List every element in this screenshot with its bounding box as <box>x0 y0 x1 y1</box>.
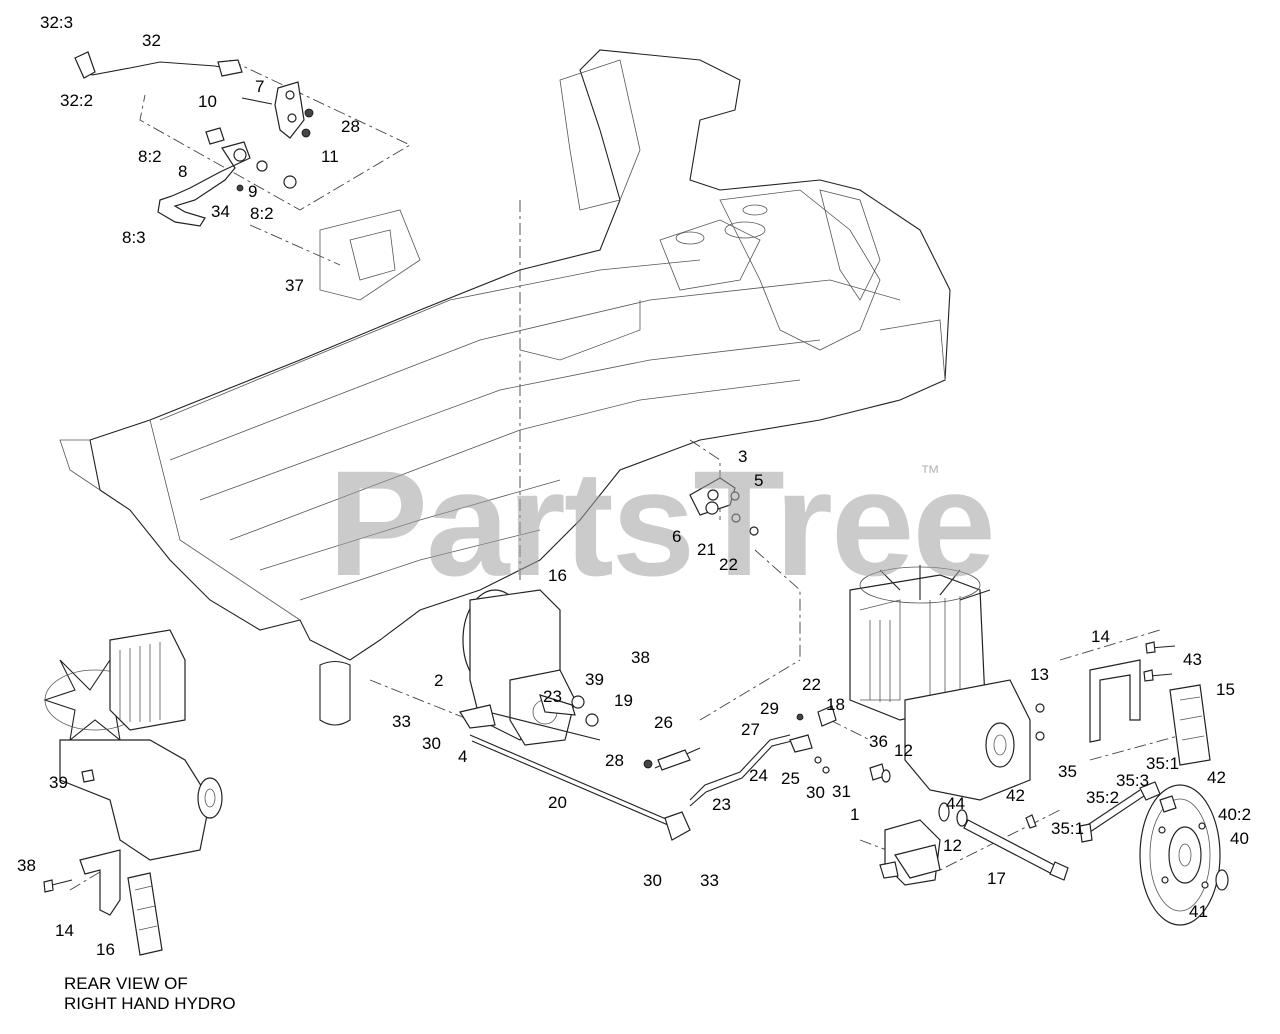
callout-14b: 14 <box>55 921 74 940</box>
callout-40-2: 40:2 <box>1218 805 1252 824</box>
callout-39: 39 <box>585 670 604 689</box>
pivot-bracket <box>689 477 759 536</box>
callout-21: 21 <box>697 540 716 559</box>
callout-35-1: 35:1 <box>1146 754 1180 773</box>
callout-35: 35 <box>1058 762 1077 781</box>
callout-35-3: 35:3 <box>1116 771 1150 790</box>
callout-28b: 28 <box>605 751 624 770</box>
callout-30c: 30 <box>643 871 662 890</box>
watermark: PartsTree <box>328 439 996 607</box>
callout-30b: 30 <box>806 783 825 802</box>
callout-37: 37 <box>285 276 304 295</box>
callout-8-2: 8:2 <box>138 147 162 166</box>
left-pump-assembly <box>459 589 601 746</box>
callout-30: 30 <box>422 734 441 753</box>
chassis-frame <box>59 49 951 726</box>
callout-11: 11 <box>321 147 339 166</box>
control-rod <box>469 705 837 841</box>
callout-20: 20 <box>548 793 567 812</box>
callout-23b: 23 <box>712 795 731 814</box>
callout-16b: 16 <box>96 940 115 959</box>
callout-38: 38 <box>631 648 650 667</box>
callout-15: 15 <box>1216 680 1235 699</box>
callout-7: 7 <box>255 77 265 96</box>
callout-25: 25 <box>781 769 800 788</box>
callout-32: 32 <box>142 31 161 50</box>
callout-6: 6 <box>672 527 682 546</box>
callout-29: 29 <box>760 699 779 718</box>
callout-5: 5 <box>754 471 764 490</box>
callout-36: 36 <box>869 732 888 751</box>
callout-33b: 33 <box>700 871 719 890</box>
callout-32-3: 32:3 <box>40 13 74 32</box>
callout-43: 43 <box>1183 650 1202 669</box>
callout-39b: 39 <box>49 773 68 792</box>
trademark-symbol: ™ <box>920 462 940 484</box>
callout-35-2: 35:2 <box>1086 788 1120 807</box>
callout-41: 41 <box>1189 902 1208 921</box>
callout-17: 17 <box>987 869 1006 888</box>
callout-22b: 22 <box>802 675 821 694</box>
callout-34: 34 <box>211 202 230 221</box>
callout-33: 33 <box>392 712 411 731</box>
callout-8: 8 <box>178 162 188 181</box>
right-hydro-assembly <box>849 565 1045 886</box>
callout-8-3: 8:3 <box>122 228 146 247</box>
callout-12b: 12 <box>943 836 962 855</box>
callout-38b: 38 <box>17 856 36 875</box>
callout-35-1b: 35:1 <box>1051 819 1085 838</box>
callout-14: 14 <box>1091 627 1110 646</box>
axle-and-hub <box>963 781 1229 926</box>
callout-42: 42 <box>1207 768 1226 787</box>
callout-16: 16 <box>548 566 567 585</box>
callout-22: 22 <box>719 555 738 574</box>
callout-8-2b: 8:2 <box>250 204 274 223</box>
callout-19: 19 <box>614 691 633 710</box>
callout-24: 24 <box>749 766 768 785</box>
brake-bracket <box>1089 641 1211 766</box>
caption-line-1: REAR VIEW OF <box>64 974 188 993</box>
callout-42b: 42 <box>1006 786 1025 805</box>
callout-4: 4 <box>458 747 468 766</box>
callout-23: 23 <box>543 687 562 706</box>
callout-40: 40 <box>1230 829 1249 848</box>
callout-28: 28 <box>341 117 360 136</box>
callout-32-2: 32:2 <box>60 91 94 110</box>
callout-44: 44 <box>946 794 965 813</box>
callout-31: 31 <box>832 782 851 801</box>
callout-12: 12 <box>894 741 913 760</box>
callout-18: 18 <box>826 695 845 714</box>
callout-3: 3 <box>738 447 748 466</box>
callout-10: 10 <box>198 92 217 111</box>
callout-2: 2 <box>434 671 444 690</box>
callout-27: 27 <box>741 720 760 739</box>
callout-26: 26 <box>654 713 673 732</box>
rear-view-caption: REAR VIEW OF RIGHT HAND HYDRO <box>64 974 236 1013</box>
callout-1: 1 <box>850 805 860 824</box>
steering-linkage <box>74 51 314 227</box>
caption-line-2: RIGHT HAND HYDRO <box>64 993 236 1013</box>
callout-13: 13 <box>1030 665 1049 684</box>
rear-view-hydro <box>43 629 223 956</box>
callout-9: 9 <box>248 182 258 201</box>
